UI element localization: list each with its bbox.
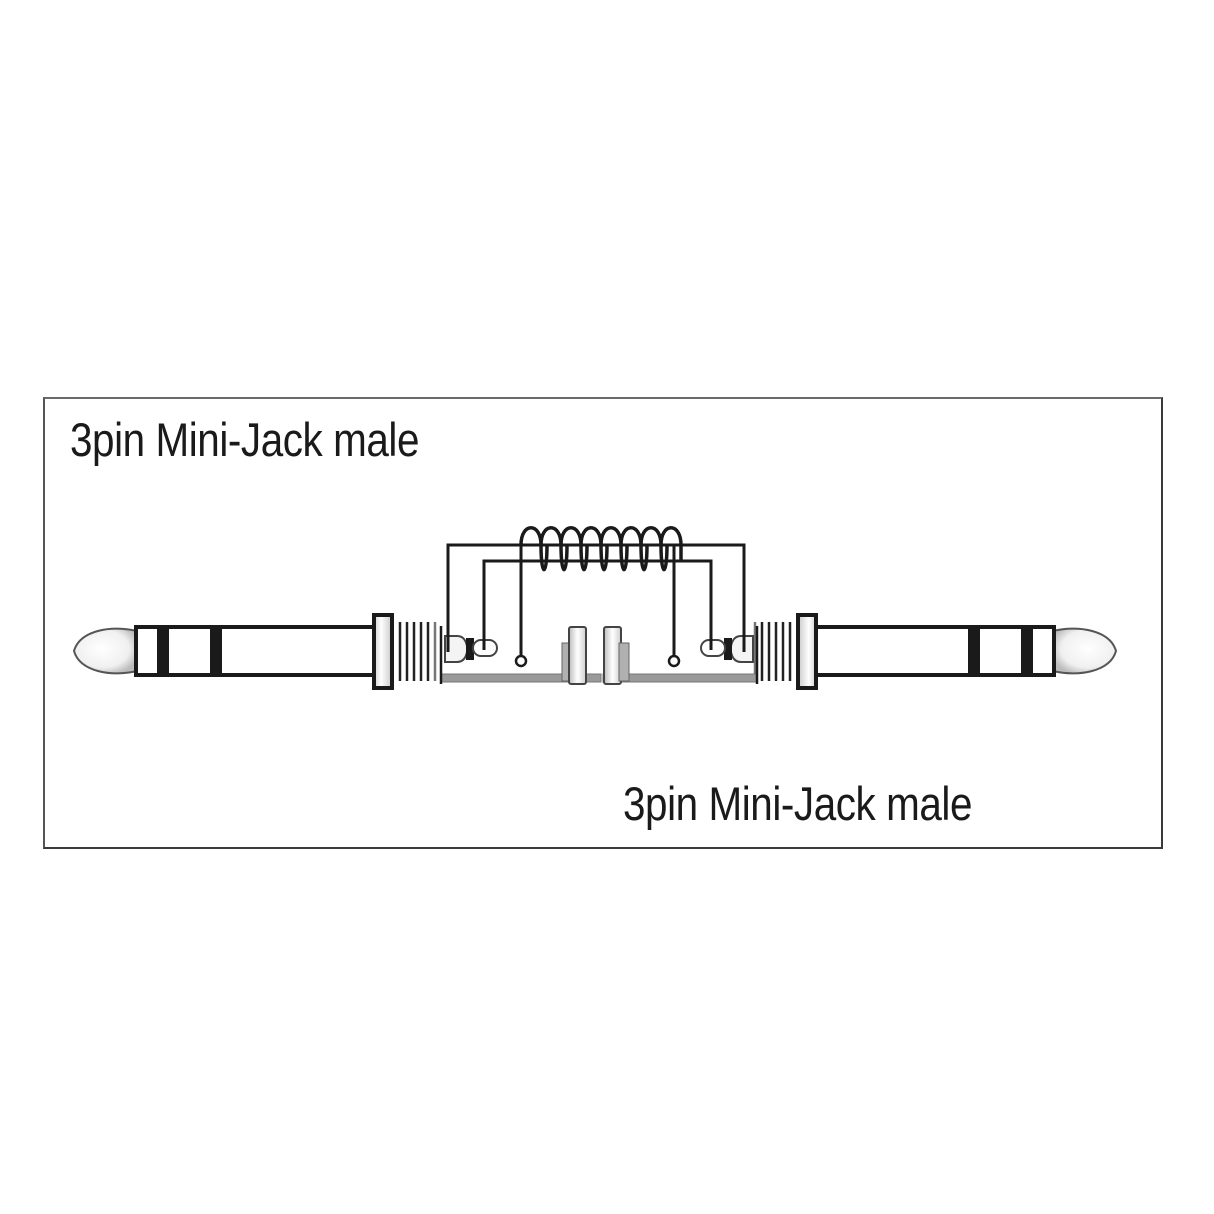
right-terminal-insulator (724, 638, 732, 660)
wiring-assembly (439, 526, 759, 685)
left-plug-shaft (134, 625, 376, 677)
left-plug-ring-1 (157, 627, 169, 675)
right-plug-ring-2 (968, 627, 980, 675)
right-center-block (603, 626, 622, 685)
left-plug-ring-2 (210, 627, 222, 675)
coiled-cable (519, 526, 683, 572)
right-connector-label: 3pin Mini-Jack male (623, 777, 972, 830)
left-jack-plug (72, 613, 437, 690)
right-tip-contact (667, 654, 681, 668)
left-plug-tip (72, 627, 138, 675)
right-terminal-ring (700, 639, 726, 657)
left-strain-relief (398, 622, 437, 681)
right-terminal-sleeve (730, 635, 754, 663)
left-center-block (568, 626, 587, 685)
right-jack-plug (753, 613, 1118, 690)
right-plug-collar (796, 613, 818, 690)
left-connector-label: 3pin Mini-Jack male (70, 413, 419, 466)
wire-sleeve (446, 543, 746, 652)
left-tip-contact (514, 654, 528, 668)
right-plug-tip (1052, 627, 1118, 675)
wire-ring (482, 559, 713, 650)
right-strain-relief (753, 622, 792, 681)
diagram-frame (43, 397, 1163, 849)
left-terminal-insulator (466, 638, 474, 660)
right-plug-ring-1 (1021, 627, 1033, 675)
right-plug-shaft (814, 625, 1056, 677)
left-plug-collar (372, 613, 394, 690)
